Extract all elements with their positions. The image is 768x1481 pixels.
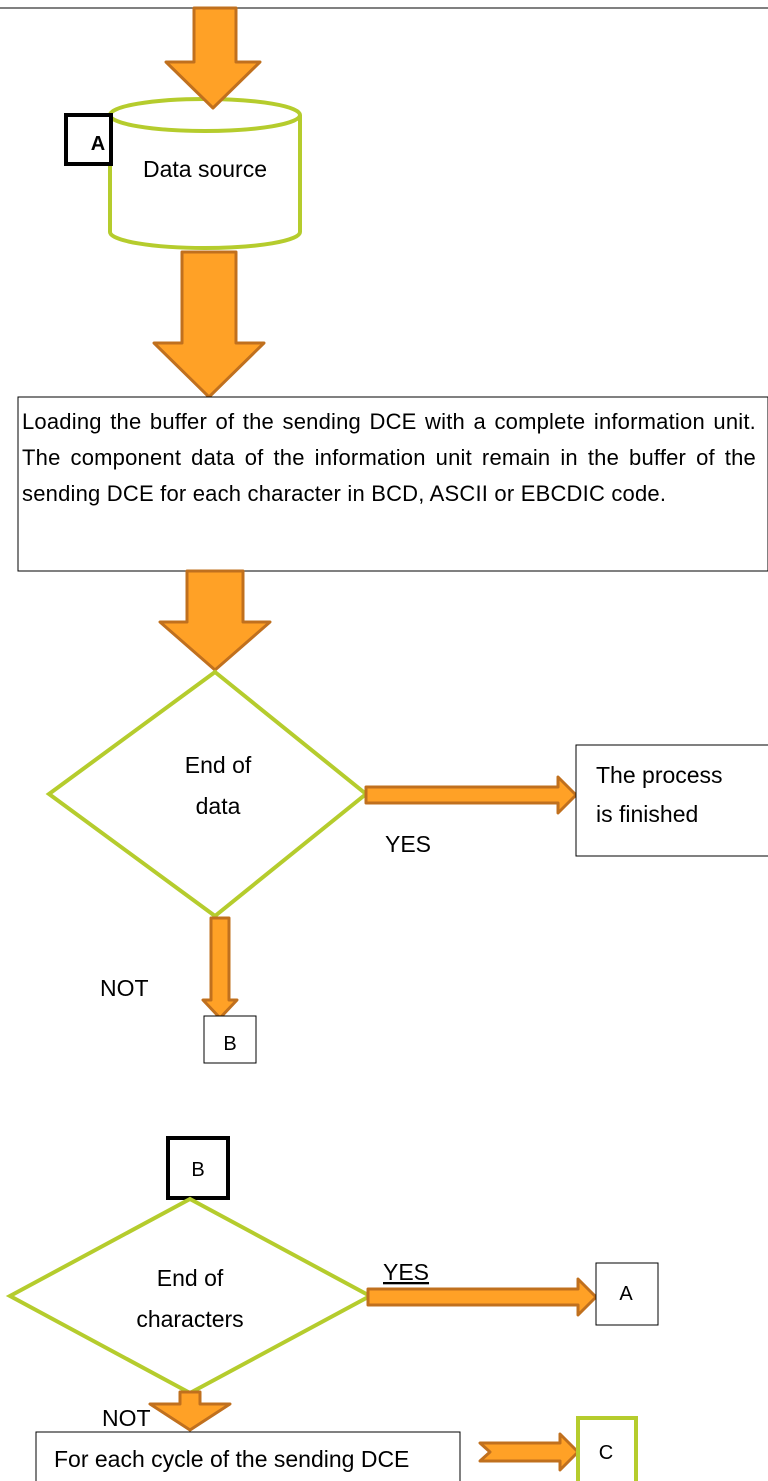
data-source-label: Data source xyxy=(143,156,267,182)
arrow-right-yes-1 xyxy=(364,775,578,815)
not-label-1: NOT xyxy=(100,975,149,1001)
arrow-down-to-buffer xyxy=(152,250,266,399)
connector-a-top-label: A xyxy=(91,133,105,155)
yes-label-2: YES xyxy=(383,1259,429,1285)
connector-b-in-label: B xyxy=(191,1159,204,1181)
decision-end-of-characters xyxy=(5,1196,375,1396)
each-cycle-box xyxy=(35,1431,461,1481)
process-finished-line1: The process xyxy=(596,762,723,788)
connector-c xyxy=(576,1416,638,1481)
yes-label-1: YES xyxy=(385,831,431,857)
arrow-down-not-1 xyxy=(201,916,239,1020)
load-buffer-text: Loading the buffer of the sending DCE wi… xyxy=(22,409,756,506)
decision-end-of-characters-line1: End of xyxy=(157,1265,224,1291)
process-finished-box xyxy=(575,744,768,857)
arrow-down-not-2 xyxy=(148,1390,232,1432)
connector-a-out xyxy=(595,1262,659,1326)
arrow-right-yes-2 xyxy=(366,1277,598,1317)
connector-a-top xyxy=(64,113,113,166)
arrow-down-top xyxy=(164,6,262,110)
connector-b-out xyxy=(203,1015,257,1064)
decision-end-of-data-line1: End of xyxy=(185,752,252,778)
decision-end-of-data-line2: data xyxy=(196,793,241,819)
connector-c-label: C xyxy=(599,1442,613,1464)
connector-b-out-label: B xyxy=(223,1033,236,1055)
not-label-2: NOT xyxy=(102,1405,151,1431)
connector-b-in xyxy=(166,1136,230,1200)
connector-a-out-label: A xyxy=(619,1283,633,1305)
arrow-down-to-decision xyxy=(158,569,272,672)
each-cycle-label: For each cycle of the sending DCE xyxy=(54,1446,409,1472)
arrow-right-to-c xyxy=(478,1432,580,1472)
decision-end-of-data xyxy=(45,669,370,919)
load-buffer-box xyxy=(17,396,768,572)
process-finished-line2: is finished xyxy=(596,801,698,827)
decision-end-of-characters-line2: characters xyxy=(136,1306,243,1332)
